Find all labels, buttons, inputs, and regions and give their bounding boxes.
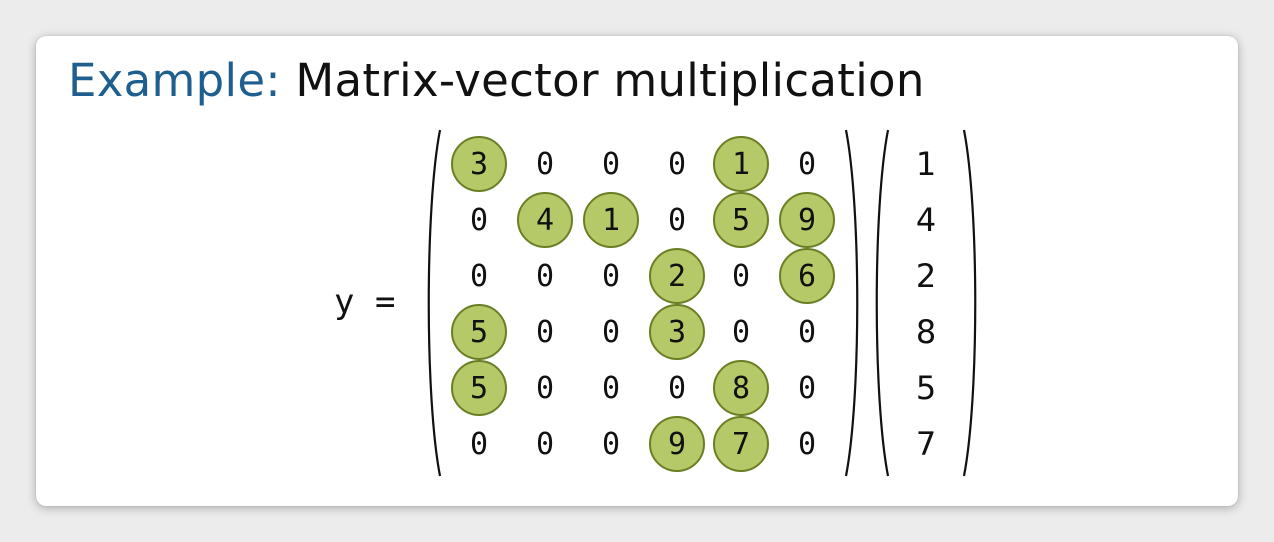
matrix-cell-zero: 0: [601, 426, 621, 462]
matrix-cell-zero: 0: [469, 258, 489, 294]
matrix-cell-zero: 0: [469, 426, 489, 462]
matrix-cell-nonzero: 5: [451, 360, 507, 416]
equation-lhs: y =: [334, 282, 396, 322]
matrix-cell-nonzero: 4: [517, 192, 573, 248]
vector-right-paren: [962, 129, 977, 477]
vector-entry: 5: [915, 369, 937, 407]
matrix-cell-nonzero: 5: [713, 192, 769, 248]
matrix-cell-nonzero: 9: [779, 192, 835, 248]
matrix-cell-zero: 0: [601, 314, 621, 350]
matrix-cell-nonzero: 1: [713, 136, 769, 192]
matrix-cell-zero: 0: [667, 370, 687, 406]
matrix-cell-zero: 0: [535, 426, 555, 462]
matrix-cell-zero: 0: [797, 426, 817, 462]
matrix-left-paren: [427, 129, 442, 477]
matrix-right-paren: [844, 129, 859, 477]
matrix-cell-zero: 0: [667, 202, 687, 238]
vector-entry: 1: [915, 145, 937, 183]
vector-entry: 2: [915, 257, 937, 295]
matrix-cell-nonzero: 2: [649, 248, 705, 304]
matrix-cell-nonzero: 3: [451, 136, 507, 192]
matrix-cell-nonzero: 1: [583, 192, 639, 248]
vector-entry: 4: [915, 201, 937, 239]
matrix-cell-zero: 0: [535, 258, 555, 294]
matrix-cell-zero: 0: [535, 370, 555, 406]
matrix-cell-nonzero: 7: [713, 416, 769, 472]
title-prefix: Example:: [68, 54, 281, 107]
matrix-cell-zero: 0: [469, 202, 489, 238]
matrix-cell-zero: 0: [601, 258, 621, 294]
matrix-cell-zero: 0: [797, 314, 817, 350]
matrix-cell-zero: 0: [535, 146, 555, 182]
vector-entry: 8: [915, 313, 937, 351]
title-text: Matrix-vector multiplication: [295, 54, 925, 107]
slide-title: Example: Matrix-vector multiplication: [68, 52, 925, 110]
vector-entry: 7: [915, 425, 937, 463]
matrix-cell-zero: 0: [601, 370, 621, 406]
vector-left-paren: [875, 129, 890, 477]
matrix-cell-zero: 0: [535, 314, 555, 350]
matrix-cell-nonzero: 6: [779, 248, 835, 304]
matrix-cell-zero: 0: [797, 370, 817, 406]
matrix-cell-nonzero: 9: [649, 416, 705, 472]
matrix-cell-nonzero: 3: [649, 304, 705, 360]
slide-card: [36, 36, 1238, 506]
matrix-cell-zero: 0: [797, 146, 817, 182]
matrix-cell-zero: 0: [601, 146, 621, 182]
matrix-cell-zero: 0: [731, 258, 751, 294]
matrix-cell-nonzero: 8: [713, 360, 769, 416]
matrix-cell-nonzero: 5: [451, 304, 507, 360]
matrix-cell-zero: 0: [731, 314, 751, 350]
matrix-cell-zero: 0: [667, 146, 687, 182]
